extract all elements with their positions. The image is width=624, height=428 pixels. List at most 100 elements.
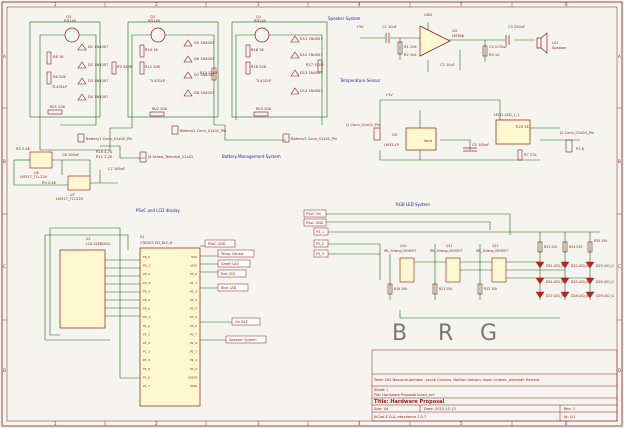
flag-temp-sensor[interactable] [217, 249, 255, 258]
speaker-ls1[interactable] [536, 32, 548, 54]
cell-2-boundary [127, 21, 219, 118]
led-d21[interactable] [535, 261, 545, 269]
psoc-pin-5v0: 5V0 [191, 255, 197, 259]
terminal-block-j3[interactable] [139, 151, 147, 163]
letter-r: R [438, 321, 453, 346]
psoc-pin-p3-2: P3_2 [190, 289, 197, 293]
sensor-u3[interactable] [405, 127, 437, 151]
label-c6: C6 100uF [62, 153, 79, 157]
input-psoc-gnd[interactable] [303, 218, 327, 227]
led-d28[interactable] [560, 291, 570, 299]
resistor-r8[interactable] [46, 51, 52, 65]
title-block-file: File: Hardware Proposal.kicad_sch [374, 393, 435, 397]
resistor-r14[interactable] [139, 44, 145, 58]
flag-vin-ble[interactable] [231, 317, 261, 326]
transistor-q2[interactable] [150, 27, 166, 43]
flag-psoc-gnd[interactable] [204, 239, 236, 248]
battery-system-title: Battery Management System [222, 154, 281, 159]
led-led1[interactable] [495, 119, 531, 145]
regulator-u7[interactable] [67, 175, 91, 191]
flag-blue-led[interactable] [217, 283, 249, 292]
resistor-r22[interactable] [477, 283, 483, 295]
transistor-q3[interactable] [64, 27, 80, 43]
rgb-led-section: RGB LED System PSoC Vin PSoC GND P3_1 P3… [303, 202, 614, 346]
led-d29[interactable] [585, 291, 595, 299]
psoc-pin-p3-0: P3_0 [190, 272, 197, 276]
label-j1: J1 Conn_01x02_Pin [345, 123, 380, 127]
border-letter-right-c: C [618, 264, 621, 269]
label-battery3: Battery3 Conn_01x02_Pin [291, 137, 337, 141]
resistor-r12[interactable] [139, 61, 145, 75]
led-d25[interactable] [560, 277, 570, 285]
border-letter-left-c: C [3, 264, 6, 269]
border-num-top-2: 2 [155, 2, 158, 7]
title-block-size: Size: A4 [374, 407, 389, 411]
resistor-r21[interactable] [432, 283, 438, 295]
led-d23[interactable] [585, 261, 595, 269]
mosfet-q10[interactable] [399, 257, 415, 283]
pot-rv1[interactable] [47, 109, 63, 115]
pot-rv3[interactable] [253, 111, 269, 117]
title-block-id: Id: 1/1 [564, 415, 575, 419]
led-d26[interactable] [585, 277, 595, 285]
flag-speaker-system[interactable] [225, 335, 267, 344]
psoc-pin-p2-2: P2_2 [190, 358, 197, 362]
mosfet-q12[interactable] [491, 257, 507, 283]
amplifier-u4[interactable] [419, 25, 451, 57]
flag-red-led[interactable] [217, 269, 247, 278]
resistor-r16[interactable] [245, 61, 251, 75]
psoc-u1[interactable] [139, 247, 201, 407]
border-letter-left-a: A [3, 54, 6, 59]
battery3-connector[interactable] [282, 133, 290, 143]
led-d22[interactable] [560, 261, 570, 269]
resistor-r24[interactable] [562, 241, 568, 253]
label-r1: R1 10k [404, 45, 417, 49]
label-rv3: RV3 20K [256, 107, 272, 111]
label-c5: C5 100nF [472, 143, 489, 147]
mosfet-q11[interactable] [445, 257, 461, 283]
label-battery2: Battery2 Conn_01x02_Pin [180, 129, 226, 133]
led-d27[interactable] [535, 291, 545, 299]
pot-rv2[interactable] [149, 111, 165, 117]
input-p3-1[interactable] [313, 227, 329, 236]
title-block-date: Date: 2023-10-13 [424, 407, 456, 411]
battery-connectors [77, 125, 290, 143]
label-r16: R16 20K [251, 65, 267, 69]
regulator-u5[interactable] [29, 151, 53, 169]
resistor-r6[interactable] [46, 71, 52, 85]
battery1-connector[interactable] [77, 133, 85, 143]
label-r20: R20 1K [516, 125, 529, 129]
label-u2: U2 [86, 237, 90, 241]
resistor-r18[interactable] [245, 44, 251, 58]
flag-psoc-gnd-label: PSoC GND [208, 242, 226, 246]
resistor-r3-speaker[interactable] [482, 45, 488, 57]
label-d2: D2 1N4007 [88, 63, 108, 67]
border-letter-left-d: D [3, 368, 6, 373]
lcd-u2[interactable] [59, 249, 106, 329]
input-p3-3[interactable] [313, 249, 329, 258]
connector-j2[interactable] [565, 139, 573, 153]
label-r21: R21 10k [439, 287, 452, 291]
resistor-r7[interactable] [517, 149, 523, 161]
border-num-top-1: 1 [54, 2, 57, 7]
border-num-top-6: 6 [565, 2, 568, 7]
psoc-pin-vdd: VDD [190, 264, 197, 268]
label-r23: R23 220 [544, 245, 557, 249]
input-psoc-vin[interactable] [303, 209, 327, 218]
label-vdd-speaker: VDD [424, 13, 432, 17]
label-r13: R13 330R [200, 71, 218, 75]
led-d24[interactable] [535, 277, 545, 285]
connector-j1[interactable] [373, 127, 381, 141]
flag-green-led[interactable] [217, 259, 251, 268]
label-d6: D6 1N4007 [194, 57, 214, 61]
resistor-r3[interactable] [111, 61, 117, 75]
transistor-q1[interactable] [254, 27, 270, 43]
resistor-r23[interactable] [537, 241, 543, 253]
resistor-r1[interactable] [397, 41, 403, 55]
resistor-r19[interactable] [387, 283, 393, 295]
label-q2-value: BD140 [148, 19, 161, 23]
label-q2: Q2 [150, 15, 155, 19]
input-p3-2[interactable] [313, 239, 329, 248]
resistor-r25[interactable] [587, 241, 593, 253]
battery2-connector[interactable] [171, 125, 179, 135]
